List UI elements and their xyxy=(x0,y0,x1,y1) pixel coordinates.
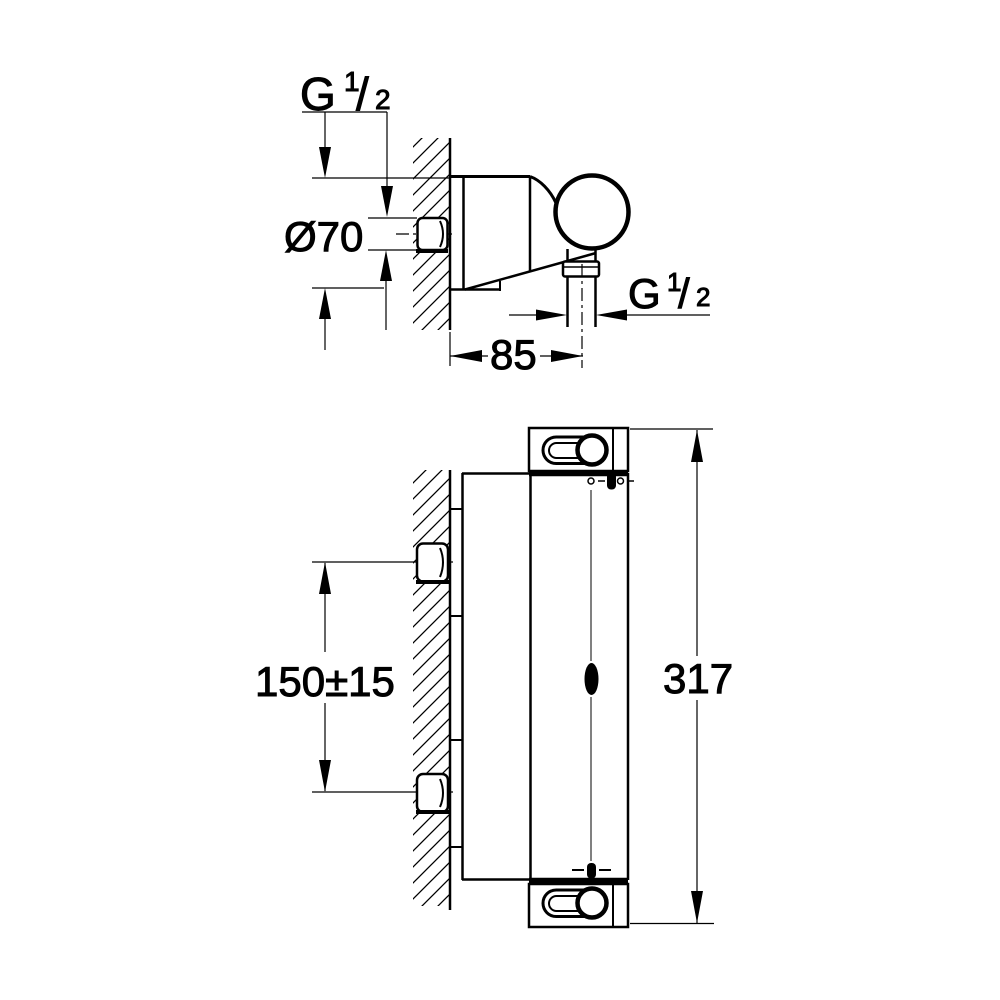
arrowhead-up xyxy=(380,250,392,281)
nut-chamfer-line xyxy=(439,220,444,248)
dim-wall-thread: G 1 / 2 xyxy=(300,66,393,330)
wall-union-nut xyxy=(416,216,449,253)
nut-chamfer-line xyxy=(439,778,444,808)
arrowhead-left xyxy=(596,309,627,321)
arrowhead-up xyxy=(319,562,331,594)
extension-lines xyxy=(302,111,451,366)
bottom-view-thermostat-mixer: 150±15 317 xyxy=(255,426,734,929)
arrowhead-down xyxy=(381,186,393,217)
outlet-thread-label: G 1 / 2 xyxy=(628,267,710,317)
flange-diameter-label: Ø70 xyxy=(284,213,363,260)
body-bottom-slant xyxy=(464,251,597,291)
arrowhead-right xyxy=(551,350,583,362)
handle-knob-circle xyxy=(575,886,609,920)
outlet-nut xyxy=(561,260,601,278)
top-view-shower-holder: G 1 / 2 Ø70 85 xyxy=(284,66,711,379)
mixer-body xyxy=(461,470,630,884)
arrowhead-down xyxy=(691,891,703,923)
top-marking-circle-left xyxy=(587,477,595,485)
lower-inlet-nut xyxy=(415,772,450,814)
arrowhead-right xyxy=(536,309,567,321)
dim-outlet-thread: G 1 / 2 xyxy=(509,267,711,321)
dim-wall-to-outlet: 85 xyxy=(450,331,583,379)
arrowhead-up xyxy=(691,430,703,462)
arrowhead-down xyxy=(319,760,331,792)
body-axis-details xyxy=(572,472,634,879)
arrowhead-left xyxy=(450,350,482,362)
holder-knob-circle xyxy=(553,173,631,251)
arrowhead-down xyxy=(319,147,331,178)
top-marking-circle-right xyxy=(616,477,625,485)
bottom-handle xyxy=(527,882,630,929)
top-handle xyxy=(527,426,630,473)
nut-shadow-bar xyxy=(416,249,448,253)
holder-body xyxy=(450,173,631,368)
nut-shadow-bar xyxy=(416,580,449,584)
brand-emblem xyxy=(584,663,599,695)
overall-height-label: 317 xyxy=(663,655,733,702)
dim-inlet-spacing: 150±15 xyxy=(255,562,395,792)
handle-knob-circle xyxy=(575,433,609,467)
nut-chamfer-line xyxy=(439,547,444,578)
body-top-curve xyxy=(529,175,558,204)
dim-flange-diameter: Ø70 xyxy=(284,112,364,350)
wall-hatching xyxy=(413,470,450,906)
bottom-marking-pin xyxy=(587,863,596,879)
wall-thread-label: G 1 / 2 xyxy=(300,66,391,120)
arrowhead-up xyxy=(319,288,331,319)
inlet-spacing-label: 150±15 xyxy=(255,658,395,705)
upper-inlet-nut xyxy=(415,542,450,584)
mounting-strip-ticks xyxy=(450,508,462,848)
dim-overall-height: 317 xyxy=(630,428,734,925)
wall-to-outlet-label: 85 xyxy=(490,331,537,378)
safety-stop-button xyxy=(607,472,616,490)
nut-shadow-bar xyxy=(416,810,449,814)
